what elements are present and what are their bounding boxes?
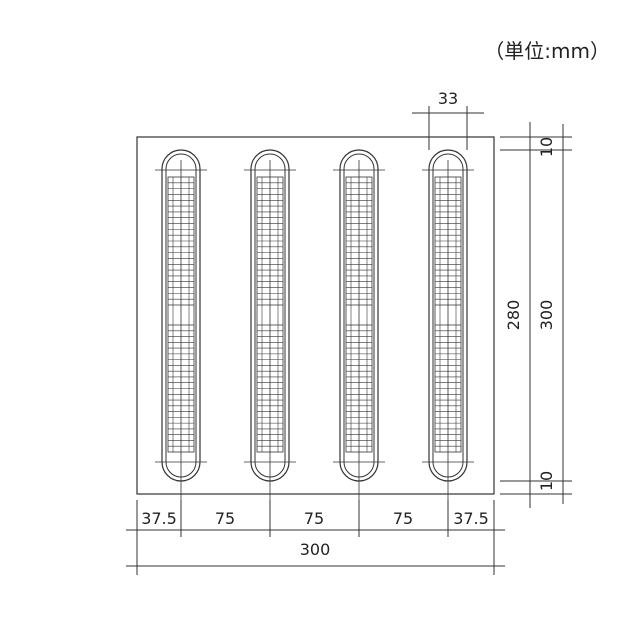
total-width-label: 300 — [300, 540, 331, 559]
unit-label: （単位:mm） — [484, 39, 610, 63]
end-margin-top-label: 10 — [537, 137, 556, 157]
bar-width-label: 33 — [438, 89, 458, 108]
bar-width-dimension — [412, 106, 484, 150]
tile-outline — [136, 136, 495, 495]
pitch-1-label: 75 — [215, 509, 235, 528]
linear-bar — [422, 149, 474, 508]
right-dimension-lines — [500, 122, 572, 508]
linear-bar — [333, 149, 385, 508]
end-margin-bottom-label: 10 — [537, 471, 556, 491]
bottom-dimension-lines — [126, 500, 505, 575]
offset-right-label: 37.5 — [453, 509, 489, 528]
linear-bars — [155, 149, 474, 508]
total-height-label: 300 — [537, 300, 556, 331]
linear-bar — [244, 149, 296, 508]
offset-left-label: 37.5 — [141, 509, 177, 528]
pitch-2-label: 75 — [304, 509, 324, 528]
bar-length-label: 280 — [504, 300, 523, 331]
pitch-3-label: 75 — [393, 509, 413, 528]
linear-bar — [155, 149, 207, 508]
